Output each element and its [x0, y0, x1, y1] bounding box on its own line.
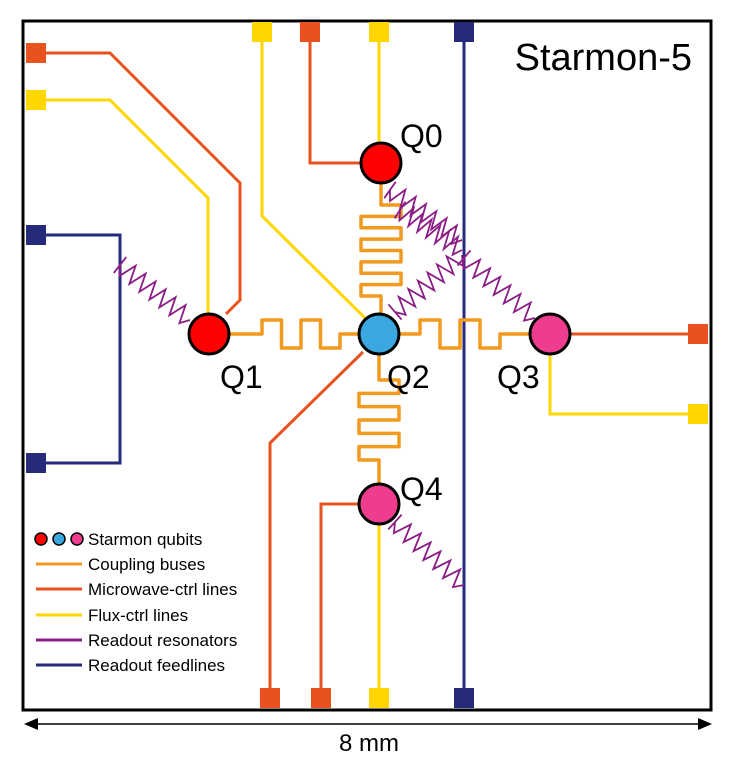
pad-feed-left-top: [26, 225, 46, 245]
legend-label-qubits: Starmon qubits: [88, 530, 202, 549]
resonator-q2: [394, 254, 465, 317]
scale-arrow-right: [698, 718, 712, 730]
legend-label-coupling: Coupling buses: [88, 555, 205, 574]
microwave-line-q0: [308, 31, 360, 165]
coupling-buses: [230, 184, 529, 483]
resonator-q3-cap: [456, 249, 472, 267]
microwave-lines: [36, 31, 698, 698]
pad-mw-bottom-1: [260, 688, 280, 708]
qubit-q0: [359, 141, 403, 185]
qubit-label-q4: Q4: [400, 471, 443, 507]
coupler-q0-q2: [359, 184, 403, 313]
legend-label-flux: Flux-ctrl lines: [88, 606, 188, 625]
pad-mw-right: [688, 324, 708, 344]
pad-feed-top: [454, 22, 474, 42]
legend-label-resonator: Readout resonators: [88, 631, 237, 650]
microwave-line-q4: [319, 502, 360, 698]
flux-line-q1: [36, 98, 210, 313]
pad-mw-bottom-2: [311, 688, 331, 708]
legend-qubit-blue-swatch: [52, 532, 66, 546]
readout-feedlines: [36, 31, 466, 698]
coupler-q1-q2: [230, 318, 358, 350]
legend-label-feedline: Readout feedlines: [88, 656, 225, 675]
coupler-q2-q3: [400, 318, 529, 350]
resonator-q4-cap: [387, 513, 403, 531]
coupler-q2-q4: [357, 355, 401, 483]
resonator-q0-b: [398, 205, 463, 257]
pad-flux-top-1: [252, 22, 272, 42]
qubit-label-q3: Q3: [497, 359, 540, 395]
resonator-q4: [392, 521, 465, 589]
qubit-q2: [357, 312, 401, 356]
chip-title: Starmon-5: [515, 37, 692, 79]
qubit-label-q2: Q2: [387, 359, 430, 395]
bond-pads: [26, 22, 708, 708]
feedline-left: [36, 233, 122, 465]
pad-feed-bottom: [454, 688, 474, 708]
pad-mw-left: [26, 43, 46, 63]
qubit-q1: [187, 312, 231, 356]
legend-qubit-pink-swatch: [70, 532, 84, 546]
qubit-q4: [357, 482, 401, 526]
scale-bar: 8 mm: [24, 718, 712, 757]
chip-frame: [21, 19, 713, 712]
qubits: [187, 141, 572, 526]
pad-mw-top: [300, 22, 320, 42]
pad-flux-top-2: [369, 22, 389, 42]
qubit-label-q0: Q0: [400, 118, 443, 154]
flux-line-q3: [548, 355, 698, 416]
pad-flux-bottom: [369, 688, 389, 708]
scale-arrow-left: [24, 718, 38, 730]
flux-line-q2: [260, 31, 367, 320]
scale-label: 8 mm: [339, 730, 399, 757]
legend-qubit-red-swatch: [34, 532, 48, 546]
readout-resonators: [113, 181, 536, 589]
legend-label-microwave: Microwave-ctrl lines: [88, 580, 237, 599]
resonator-q2-cap: [387, 303, 403, 321]
resonator-q0-b-cap: [393, 201, 407, 219]
pad-feed-left-bottom: [26, 453, 46, 473]
qubit-q3: [528, 312, 572, 356]
microwave-line-q1: [36, 51, 242, 316]
resonator-q0-a-cap: [383, 181, 397, 199]
pad-flux-right: [688, 404, 708, 424]
resonator-q3: [462, 257, 536, 322]
legend: Starmon qubits Coupling buses Microwave-…: [34, 530, 237, 675]
pad-flux-left: [26, 90, 46, 110]
flux-lines: [36, 31, 698, 698]
microwave-line-q2: [268, 350, 365, 698]
qubit-label-q1: Q1: [220, 359, 263, 395]
resonator-q1: [118, 263, 191, 325]
resonator-q1-cap: [113, 256, 127, 274]
